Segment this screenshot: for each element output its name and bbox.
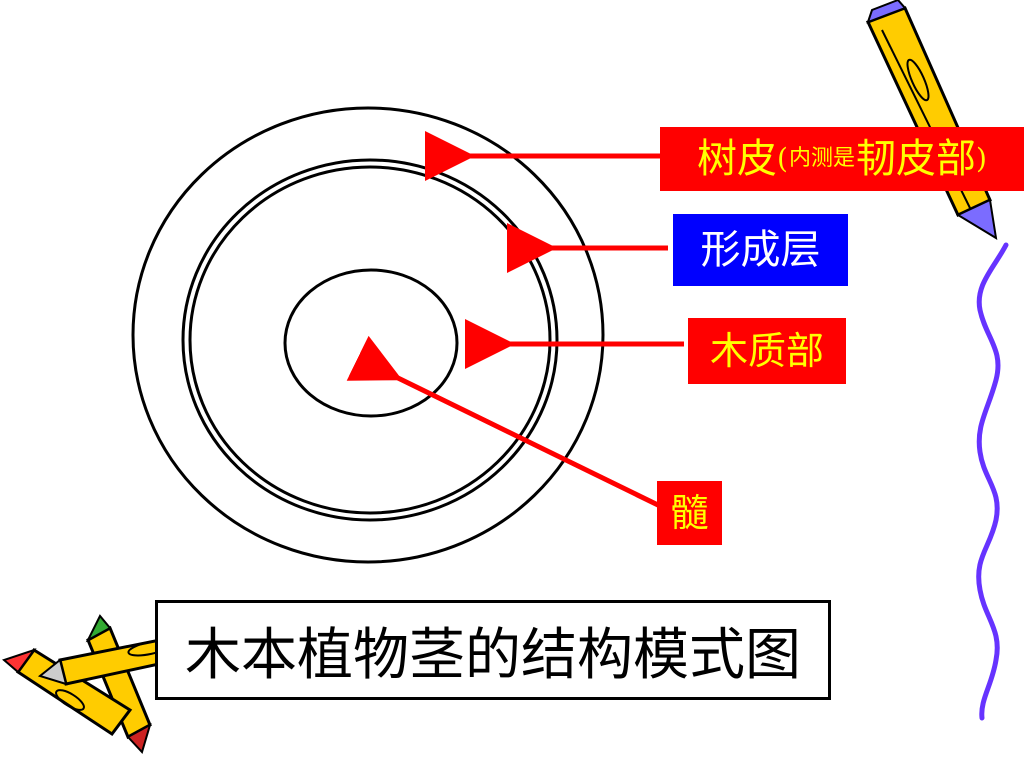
cambium-ring-inner (188, 165, 552, 515)
label-bark-rest: 韧皮部 (856, 136, 976, 182)
cambium-ring-outer (181, 158, 559, 522)
label-bark: 树皮 (内测是韧皮部) (660, 127, 1024, 191)
squiggle-line (976, 242, 1009, 721)
diagram-title: 木本植物茎的结构模式图 (155, 600, 831, 700)
label-pith: 髓 (657, 481, 722, 545)
label-bark-small: 内测是 (788, 146, 855, 171)
pencil-icon (865, 0, 998, 240)
label-bark-paren-close: ) (976, 142, 987, 175)
arrow-pith (346, 335, 662, 509)
label-bark-paren-open: ( (777, 142, 788, 175)
label-cambium: 形成层 (673, 214, 848, 286)
label-bark-main: 树皮 (697, 136, 778, 182)
label-xylem: 木质部 (688, 318, 846, 384)
pith-ring (283, 268, 459, 418)
outer-bark-ring (131, 106, 605, 564)
